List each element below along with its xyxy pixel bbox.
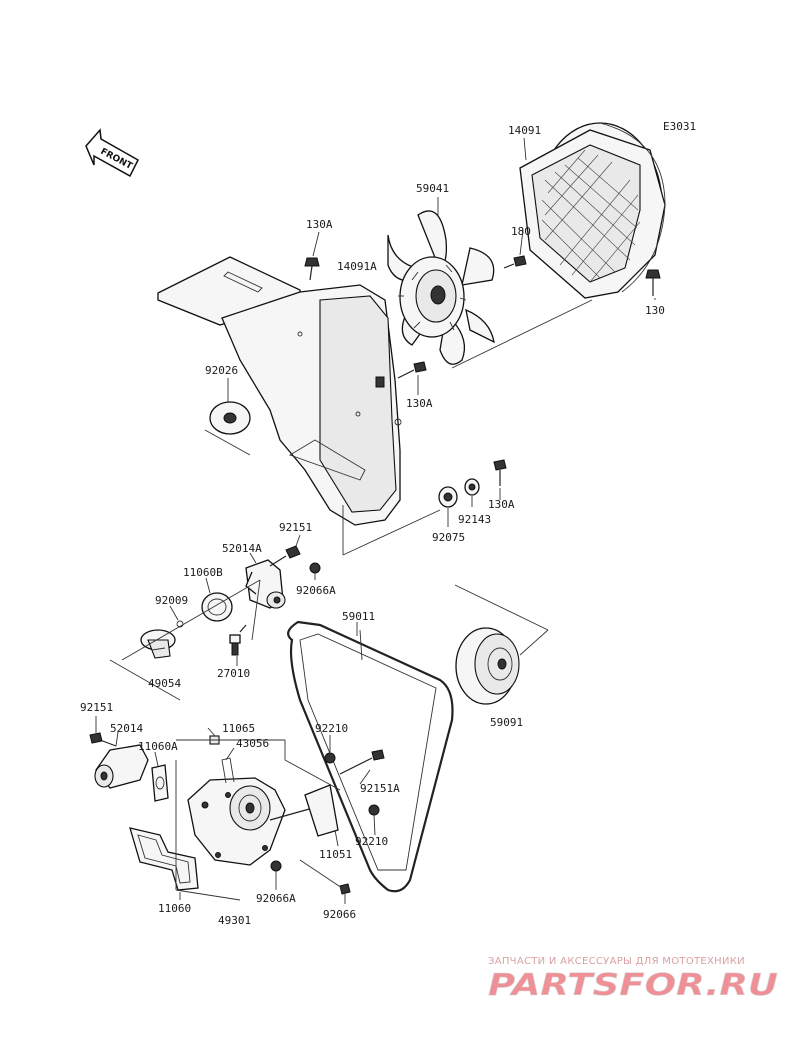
- label-92151-left: 92151: [80, 701, 113, 714]
- fan-bracket-14091a: [157, 256, 402, 526]
- label-52014a: 52014A: [222, 542, 262, 555]
- label-49054: 49054: [148, 677, 181, 690]
- label-59011: 59011: [342, 610, 375, 623]
- label-130: 130: [645, 304, 665, 317]
- label-92066: 92066: [323, 908, 356, 921]
- label-92066a-bot: 92066A: [256, 892, 296, 905]
- gasket-11060: [129, 827, 199, 891]
- label-11060a: 11060A: [138, 740, 178, 753]
- label-92026: 92026: [205, 364, 238, 377]
- label-92151a: 92151A: [360, 782, 400, 795]
- diagram-code: E3031: [663, 120, 696, 133]
- label-27010: 27010: [217, 667, 250, 680]
- watermark: ЗАПЧАСТИ И АКСЕССУАРЫ ДЛЯ МОТОТЕХНИКИ PA…: [488, 956, 779, 1003]
- label-92066a-top: 92066A: [296, 584, 336, 597]
- gasket-11060a: [151, 764, 169, 802]
- front-arrow-icon: FRONT: [85, 128, 139, 178]
- pulley-59091: [454, 584, 549, 705]
- bolt-180: [503, 255, 527, 269]
- label-92075: 92075: [432, 531, 465, 544]
- bolt-130a-mid: [397, 361, 427, 379]
- label-49301: 49301: [218, 914, 251, 927]
- bolt-130: [645, 269, 661, 296]
- cooling-fan-59041: [387, 210, 495, 365]
- bolt-92151a: [339, 749, 385, 775]
- label-92210-bot: 92210: [355, 835, 388, 848]
- label-130a-right: 130A: [488, 498, 515, 511]
- bush-92075: [438, 486, 458, 508]
- label-52014: 52014: [110, 722, 143, 735]
- bolt-92151-top: [269, 545, 301, 567]
- label-14091a: 14091A: [337, 260, 377, 273]
- label-92143: 92143: [458, 513, 491, 526]
- bolt-130a-top: [304, 257, 320, 281]
- label-11060: 11060: [158, 902, 191, 915]
- temp-sensor-27010: [229, 624, 247, 656]
- pump-shaft-11051: [269, 784, 339, 837]
- nut-92066a-top: [309, 562, 321, 574]
- gasket-11060b: [201, 592, 233, 622]
- nut-92210-bot: [368, 804, 380, 816]
- label-130a-top: 130A: [306, 218, 333, 231]
- leader-lines-upper: [227, 137, 656, 556]
- nut-92210-top: [324, 752, 336, 764]
- bolt-130a-right: [493, 459, 507, 486]
- fan-shroud-14091: [519, 122, 666, 299]
- leader-lines-lower: [95, 716, 376, 904]
- label-130a-mid: 130A: [406, 397, 433, 410]
- leader-lines-mid: [121, 534, 358, 666]
- bolt-92151-left: [89, 732, 117, 747]
- watermark-logo: PARTSFOR.RU: [488, 968, 778, 1003]
- label-11051: 11051: [319, 848, 352, 861]
- label-11060b: 11060B: [183, 566, 223, 579]
- label-59091: 59091: [490, 716, 523, 729]
- label-59041: 59041: [416, 182, 449, 195]
- nut-92066a-bot: [270, 860, 282, 872]
- water-pump-49301: [187, 735, 286, 866]
- label-92151-top: 92151: [279, 521, 312, 534]
- water-outlet-52014: [94, 744, 149, 789]
- damper-92026: [204, 401, 251, 456]
- collar-92143: [464, 478, 480, 496]
- v-belt-59011: [287, 620, 454, 893]
- thermostat-49054: [109, 629, 181, 701]
- part-labels: 14091 59041 180 130A 14091A 130 92026 13…: [80, 124, 665, 927]
- label-92009: 92009: [155, 594, 188, 607]
- label-14091: 14091: [508, 124, 541, 137]
- label-11065: 11065: [222, 722, 255, 735]
- ring-92009: [176, 620, 184, 628]
- label-92210-top: 92210: [315, 722, 348, 735]
- label-43056: 43056: [236, 737, 269, 750]
- label-180: 180: [511, 225, 531, 238]
- bolt-92066: [339, 883, 351, 895]
- watermark-line1: ЗАПЧАСТИ И АКСЕССУАРЫ ДЛЯ МОТОТЕХНИКИ: [488, 956, 745, 967]
- thermostat-housing-52014a: [245, 559, 286, 609]
